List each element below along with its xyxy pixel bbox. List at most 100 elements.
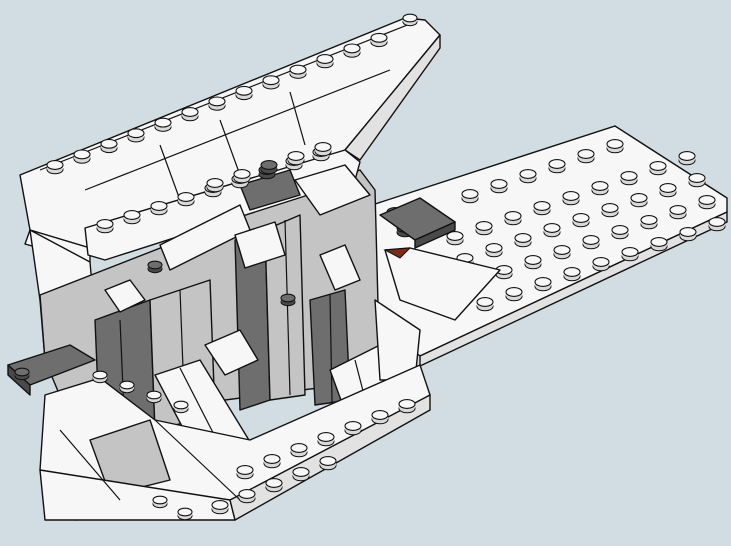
rock-d [204,329,259,376]
stud [127,128,145,143]
stud [177,507,193,521]
stud [505,287,523,302]
stud [678,151,696,166]
stud [100,138,118,154]
stud [208,96,226,111]
stud [621,247,639,262]
stud [152,495,168,509]
stud [73,149,91,164]
stud [287,151,305,166]
stud [611,225,629,240]
stud [119,380,135,394]
stud [563,267,581,282]
stud [620,171,638,186]
stud [669,205,687,220]
stud [543,223,561,238]
stud [490,179,508,194]
stud [177,192,195,207]
stud [173,400,189,414]
stud [533,201,551,216]
dark-plate-side [414,221,456,249]
stud [46,160,64,175]
stud [475,221,493,236]
stud [572,213,590,228]
stud [553,245,571,260]
stud [146,390,162,404]
stud [343,43,361,58]
stud [181,107,199,122]
stud [504,211,522,226]
stud [92,370,108,384]
stud [150,201,168,216]
stud [154,117,172,132]
stud [206,178,224,193]
stud [640,215,658,230]
stud [402,13,418,27]
stud [317,432,335,447]
stud [263,454,281,469]
stud [290,443,308,458]
rock-b [234,221,286,269]
stud [319,456,337,471]
stud [688,173,706,188]
rock-a [104,279,146,313]
stud [659,183,677,198]
wall-pillar-4 [264,214,306,401]
stud [292,467,310,482]
wall-studs [147,260,296,307]
red-brown-tile [383,247,412,259]
stud [236,465,254,480]
stud [446,231,464,246]
stud [679,227,697,242]
stud [280,293,296,307]
stud [14,367,30,381]
stud [649,161,667,176]
stud [630,193,648,208]
stud [314,142,332,157]
stud [233,169,251,184]
stud [316,54,334,69]
ramp-studs [46,13,418,175]
stud [96,219,114,234]
stud [606,139,624,154]
stud [370,32,388,48]
stud [548,159,566,174]
stud [519,169,537,184]
stud [698,195,716,210]
stud [650,237,668,252]
stud [344,421,362,436]
ramp-side [344,34,441,161]
shelf-wedge-2 [294,164,371,216]
middle-shelf [84,142,371,271]
stud [485,243,503,258]
stud [562,191,580,206]
stud [592,257,610,272]
rock-c [319,244,361,291]
stud [461,189,479,204]
shelf-studs [96,142,332,234]
stud [147,260,163,274]
stud [262,75,280,90]
stud [601,203,619,218]
stud [582,235,600,250]
stud [476,297,494,312]
stud [708,217,726,232]
front-base-studs [14,367,416,521]
stud [260,160,278,175]
stud [289,64,307,79]
front-base-grey [89,419,171,496]
stud [514,233,532,248]
stud [398,399,416,414]
stud [495,265,513,280]
stud [591,181,609,196]
stud [577,149,595,164]
stud [371,410,389,425]
stud [211,500,229,515]
stud [238,489,256,504]
stud [235,85,253,101]
front-base [14,364,431,521]
stud [123,210,141,225]
stud [265,478,283,493]
